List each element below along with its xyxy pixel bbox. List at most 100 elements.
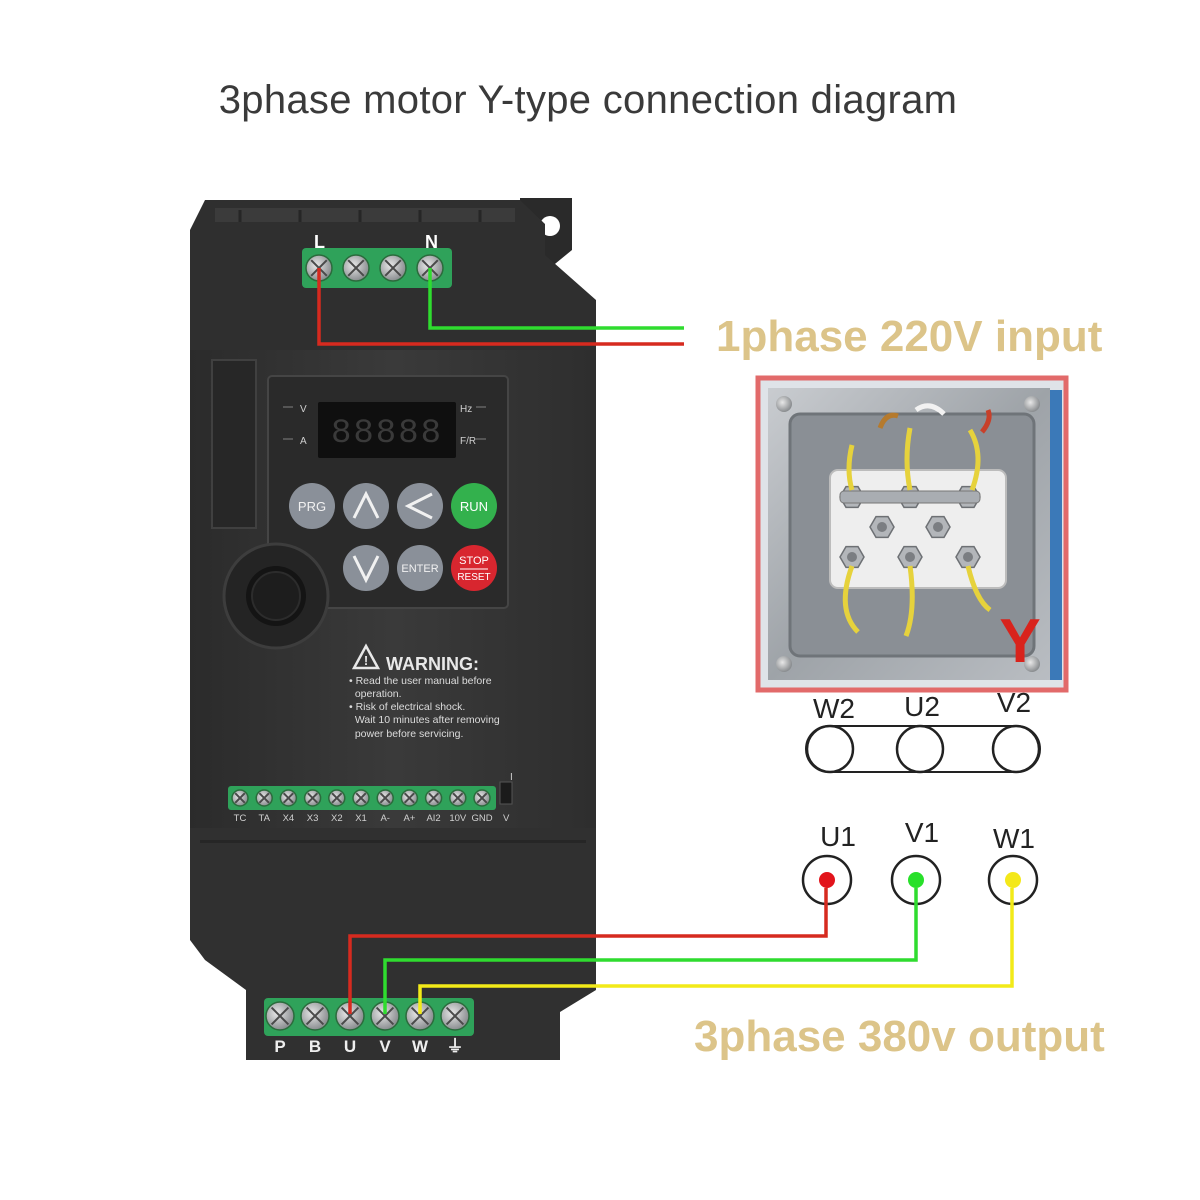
- stud-3: [869, 515, 895, 539]
- up-button[interactable]: [343, 483, 389, 529]
- stud-6: [897, 545, 923, 569]
- led-display: [318, 402, 456, 458]
- control-label-a: A+: [403, 813, 415, 824]
- power-screw-0: [265, 1001, 295, 1031]
- stop-reset-button[interactable]: STOP RESET: [451, 545, 497, 591]
- control-screw-10v: [449, 789, 467, 807]
- label-v2: V2: [997, 687, 1031, 718]
- box-screw-tl: [776, 396, 792, 412]
- u1-red-dot: [819, 872, 835, 888]
- control-label-10v: 10V: [449, 813, 467, 824]
- warning-heading: WARNING:: [386, 654, 479, 674]
- control-screw-x2: [328, 789, 346, 807]
- terminal-circle-v2: [991, 724, 1041, 774]
- control-label-v: V: [503, 813, 510, 824]
- stud-5: [839, 545, 865, 569]
- motor-terminal-box: Y: [755, 375, 1069, 693]
- control-screw-x1: [352, 789, 370, 807]
- wire-output-w: [418, 888, 1014, 1014]
- terminal-circle-u2: [895, 724, 945, 774]
- label-w2: W2: [813, 693, 855, 724]
- control-label-gnd: GND: [471, 813, 492, 824]
- control-screw-gnd: [473, 789, 491, 807]
- control-screw-a-: [376, 789, 394, 807]
- power-label-2: U: [344, 1037, 356, 1056]
- control-screw-tc: [231, 789, 249, 807]
- control-screw-ta: [255, 789, 273, 807]
- label-v1: V1: [905, 817, 939, 848]
- vfd-lower-seam: [200, 840, 586, 843]
- control-label-x4: X4: [283, 813, 295, 824]
- control-terminals: TC TA X4 X3 X2 X1 A- A+ AI2 10V GND V: [231, 789, 510, 824]
- label-u2: U2: [904, 691, 940, 722]
- unit-v-label: V: [300, 404, 307, 415]
- label-w1: W1: [993, 823, 1035, 854]
- terminal-label-n: N: [425, 232, 438, 252]
- jumper-switch[interactable]: [499, 781, 513, 805]
- control-screw-ai2: [424, 789, 443, 807]
- control-label-x2: X2: [331, 813, 343, 824]
- power-label-1: B: [309, 1037, 321, 1056]
- w1-yellow-dot: [1005, 872, 1021, 888]
- enter-button[interactable]: ENTER: [397, 545, 443, 591]
- run-button[interactable]: RUN: [451, 483, 497, 529]
- svg-text:PRG: PRG: [298, 499, 326, 514]
- control-screw-x3: [303, 789, 322, 807]
- vent-slots: [238, 210, 482, 222]
- box-screw-bl: [776, 656, 792, 672]
- stud-7: [955, 545, 981, 569]
- v1-green-dot: [908, 872, 924, 888]
- vfd-vents: [215, 208, 515, 222]
- power-label-0: P: [274, 1037, 285, 1056]
- control-label-tc: TC: [234, 813, 247, 824]
- terminal-label-l: L: [314, 232, 325, 252]
- vfd-device: L N 88888 V A Hz F/R PRG RUN: [190, 198, 596, 1060]
- stud-4: [925, 515, 951, 539]
- star-point-schematic: W2 U2 V2 U1 V1 W1: [801, 687, 1041, 906]
- control-screw-x4: [279, 789, 298, 807]
- speed-knob[interactable]: [222, 542, 330, 650]
- power-label-5: ⏚: [447, 1037, 464, 1056]
- power-label-3: V: [379, 1037, 391, 1056]
- power-terminals: P B U V W ⏚: [265, 1001, 470, 1056]
- display-digits: 88888: [331, 415, 443, 453]
- control-label-x1: X1: [355, 813, 367, 824]
- jumper-mark: I: [510, 772, 513, 783]
- input-screw-2: [342, 254, 370, 282]
- indicator-fr: [476, 438, 486, 440]
- output-label: 3phase 380v output: [694, 1012, 1105, 1061]
- up-arrow-icon: [352, 490, 380, 519]
- down-button[interactable]: [343, 545, 389, 591]
- unit-hz-label: Hz: [460, 404, 472, 415]
- power-label-4: W: [412, 1037, 429, 1056]
- svg-text:RESET: RESET: [457, 572, 490, 583]
- side-cover: [211, 359, 257, 529]
- y-connection-mark: Y: [999, 607, 1040, 676]
- warning-line-5: power before servicing.: [349, 728, 463, 740]
- unit-a-label: A: [300, 436, 307, 447]
- motor-leads: [842, 403, 992, 637]
- wire-input-live: [317, 268, 684, 346]
- control-label-ai2: AI2: [426, 813, 440, 824]
- diagram-title: 3phase motor Y-type connection diagram: [218, 78, 958, 122]
- svg-text:ENTER: ENTER: [401, 563, 438, 575]
- control-label-a: A-: [380, 813, 390, 824]
- shift-left-button[interactable]: [397, 483, 443, 529]
- prg-button[interactable]: PRG: [289, 483, 335, 529]
- motor-box-blue-edge: [1050, 390, 1062, 680]
- control-label-x3: X3: [307, 813, 319, 824]
- warning-exclaim: !: [364, 653, 368, 668]
- wire-output-v: [383, 888, 918, 1014]
- warning-label: ! WARNING: • Read the user manual before…: [349, 643, 500, 740]
- input-terminal-block: [302, 248, 452, 288]
- input-label: 1phase 220V input: [716, 312, 1103, 361]
- unit-fr-label: F/R: [460, 436, 476, 447]
- warning-line-2: operation.: [349, 688, 402, 700]
- warning-line-4: Wait 10 minutes after removing: [349, 714, 500, 726]
- power-screw-1: [300, 1001, 330, 1031]
- warning-line-3: • Risk of electrical shock.: [349, 701, 465, 713]
- control-screw-a+: [400, 789, 419, 807]
- control-label-ta: TA: [258, 813, 270, 824]
- wire-output-u: [348, 888, 828, 1014]
